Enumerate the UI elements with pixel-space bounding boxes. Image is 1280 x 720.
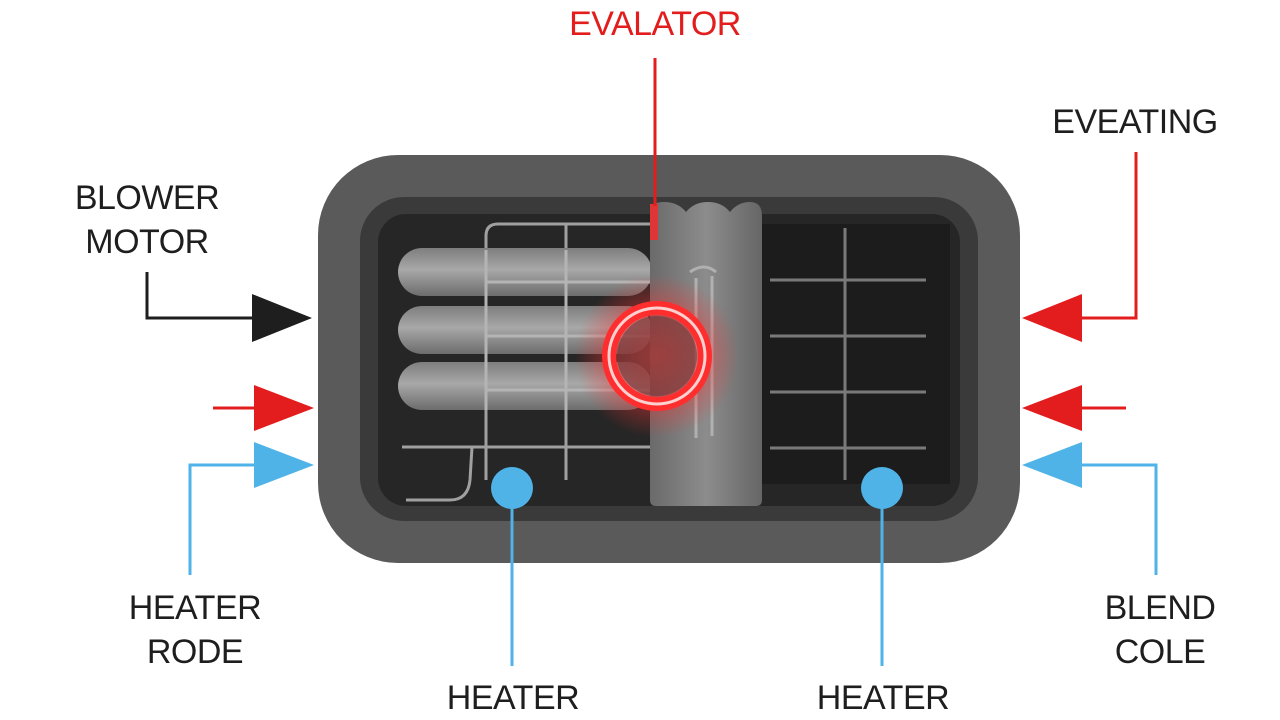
heater-sensor-left-icon <box>491 467 533 509</box>
left-blue-arrow-icon <box>254 442 314 488</box>
blend-cole-leader-line <box>1072 463 1158 575</box>
eveating-label: EVEATING <box>1052 103 1218 141</box>
heater-right-label: HEATER <box>816 679 950 717</box>
heater-rode-label-line2: RODE <box>146 633 244 671</box>
right-blue-arrow-icon <box>1022 442 1082 488</box>
blower-motor-label-line2: MOTOR <box>85 223 209 261</box>
blower-motor-arrow-icon <box>252 294 312 342</box>
heating-element-glow <box>575 274 739 438</box>
blend-cole-label-line2: COLE <box>1114 633 1206 671</box>
blower-motor-leader-line <box>145 272 262 320</box>
evaporator-label: EVALATOR <box>569 5 741 43</box>
heater-sensor-right-icon <box>861 467 903 509</box>
heater-rode-label-line1: HEATER <box>128 589 262 627</box>
blend-cole-label-line1: BLEND <box>1104 589 1216 627</box>
eveating-arrow-icon <box>1022 294 1082 342</box>
heater-left-label: HEATER <box>446 679 580 717</box>
heater-rode-leader-line <box>188 463 262 575</box>
eveating-leader-line <box>1072 152 1138 320</box>
blower-motor-label-line1: BLOWER <box>74 179 220 217</box>
right-coil-grid <box>762 224 950 484</box>
right-red-arrow-icon <box>1022 385 1082 431</box>
left-red-arrow-icon <box>254 385 314 431</box>
